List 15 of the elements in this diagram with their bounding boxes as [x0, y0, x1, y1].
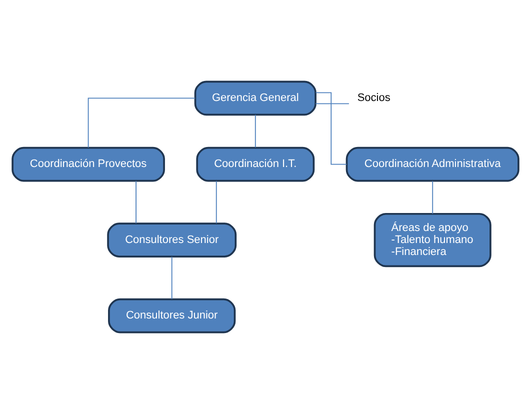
- connector: [315, 103, 350, 104]
- connector: [216, 180, 217, 224]
- node-text: Socios: [357, 92, 390, 104]
- connector: [88, 98, 196, 148]
- node-box: Consultores Junior: [108, 298, 236, 334]
- node-box: Coordinación Administrativa: [346, 146, 520, 182]
- connector: [432, 180, 434, 214]
- node-box: Consultores Senior: [107, 222, 237, 258]
- node-box: Coordinación Provectos: [12, 146, 165, 182]
- node-box: Gerencia General: [194, 80, 316, 116]
- connector: [171, 256, 172, 300]
- connector: [315, 92, 348, 165]
- node-box: Áreas de apoyo -Talento humano -Financiera: [374, 212, 492, 268]
- connector: [254, 114, 256, 148]
- node-box: Coordinación I.T.: [196, 146, 315, 182]
